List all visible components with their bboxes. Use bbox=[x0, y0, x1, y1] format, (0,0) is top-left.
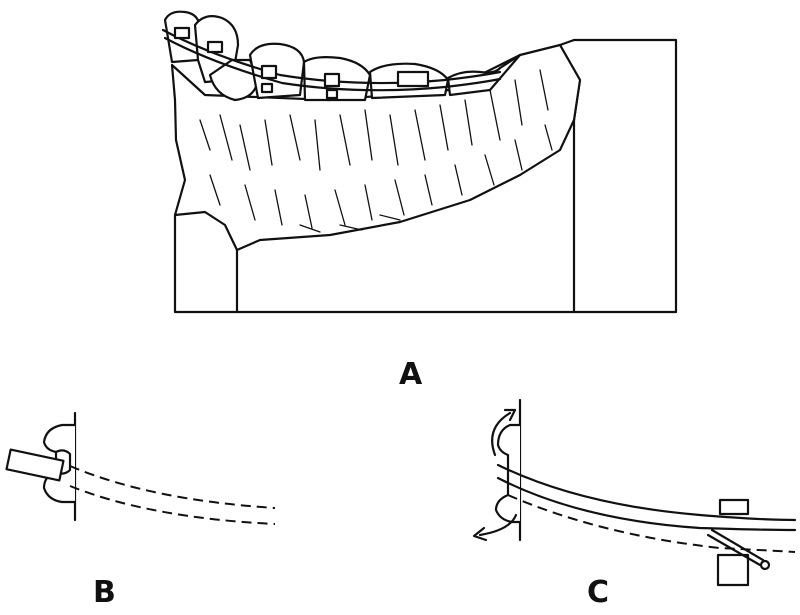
bracket-4 bbox=[325, 74, 339, 86]
panel-label-b: B bbox=[93, 578, 116, 608]
bracket-4b bbox=[327, 90, 337, 98]
panel-label-c: C bbox=[587, 578, 609, 608]
tie-coil bbox=[761, 561, 769, 569]
archwire-c-lower bbox=[498, 478, 795, 530]
panel-a-mandible-model bbox=[163, 12, 676, 312]
archwire-c-upper bbox=[498, 465, 795, 520]
panel-label-a: A bbox=[399, 360, 422, 390]
molar-bracket-top bbox=[720, 500, 748, 514]
bracket-2 bbox=[208, 42, 222, 52]
bracket-3 bbox=[262, 66, 276, 78]
panel-c-torque bbox=[474, 400, 795, 585]
bracket-5 bbox=[398, 72, 428, 86]
bracket-1 bbox=[175, 28, 189, 38]
panel-b-bracket-section bbox=[7, 413, 275, 524]
molar-bracket-bottom bbox=[718, 555, 748, 585]
bracket-3b bbox=[262, 84, 272, 92]
wire-path-upper bbox=[70, 466, 275, 508]
